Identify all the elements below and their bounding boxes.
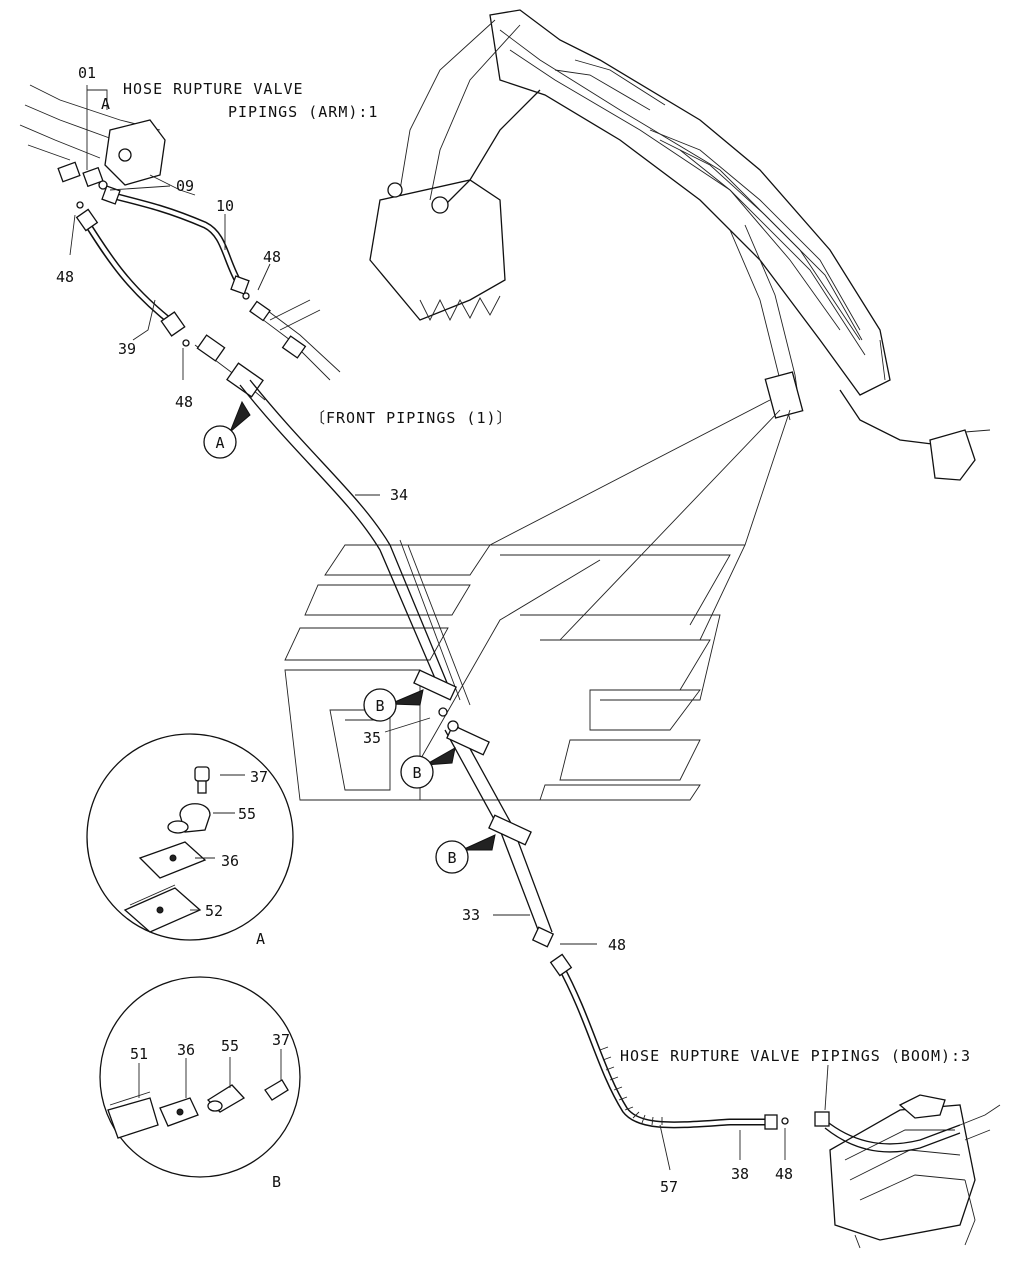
callout-B-1: B — [363, 688, 424, 722]
callout-B-3-label: B — [447, 849, 456, 867]
detail-B-label-36: 36 — [177, 1041, 195, 1059]
part-label-01: 01 — [78, 64, 96, 82]
callout-B-3: B — [435, 834, 496, 874]
detail-A-label-36: 36 — [221, 852, 239, 870]
callout-B-2: B — [400, 747, 456, 789]
part-label-48-a: 48 — [56, 268, 74, 286]
detail-B-bracket-51 — [107, 1091, 159, 1139]
callout-B-1-label: B — [375, 697, 384, 715]
part-label-48-e: 48 — [775, 1165, 793, 1183]
part-label-38: 38 — [731, 1165, 749, 1183]
part-label-09: 09 — [176, 177, 194, 195]
detail-A-label-52: 52 — [205, 902, 223, 920]
part-label-10: 10 — [216, 197, 234, 215]
detail-A-bolt-37 — [194, 766, 210, 794]
hose-39 — [81, 216, 179, 329]
detail-A-caption: A — [256, 930, 265, 948]
boom-title: HOSE RUPTURE VALVE PIPINGS (BOOM):3 — [620, 1047, 971, 1065]
arm-connection-illustration — [19, 84, 196, 209]
detail-B-label-37: 37 — [272, 1031, 290, 1049]
detail-B-plate-36 — [159, 1097, 199, 1127]
hose-57 — [556, 961, 774, 1129]
part-label-34: 34 — [390, 486, 408, 504]
arm-title-line-1: HOSE RUPTURE VALVE — [123, 80, 304, 98]
callout-A-top-label: A — [101, 95, 110, 113]
part-label-39: 39 — [118, 340, 136, 358]
detail-A-clip-55 — [167, 803, 211, 834]
detail-A-circle — [86, 733, 294, 941]
pipe-34 — [194, 334, 451, 691]
leader-lines — [69, 85, 829, 1171]
boom-outline-illustration — [284, 399, 791, 801]
valve-fitting-detail — [249, 299, 341, 381]
part-label-48-c: 48 — [175, 393, 193, 411]
excavator-arm-illustration — [369, 9, 991, 481]
callout-B-2-label: B — [412, 764, 421, 782]
callout-A-main: A — [203, 400, 251, 459]
part-label-33: 33 — [462, 906, 480, 924]
part-label-48-b: 48 — [263, 248, 281, 266]
boom-control-valve-illustration — [814, 1094, 1001, 1249]
detail-B-bolt-37 — [264, 1079, 289, 1101]
detail-A-label-37: 37 — [250, 768, 268, 786]
part-label-48-d: 48 — [608, 936, 626, 954]
detail-A-plate-36 — [138, 841, 207, 879]
detail-B-caption: B — [272, 1173, 281, 1191]
arm-title-line-2: PIPINGS (ARM):1 — [228, 103, 378, 121]
detail-B-circle — [99, 976, 301, 1178]
front-pipings-caption: 〔FRONT PIPINGS (1)〕 — [310, 409, 513, 427]
part-label-57: 57 — [660, 1178, 678, 1196]
hose-57-armor — [599, 1046, 663, 1126]
detail-A-label-55: 55 — [238, 805, 256, 823]
detail-B-label-55: 55 — [221, 1037, 239, 1055]
detail-B-label-51: 51 — [130, 1045, 148, 1063]
part-label-35: 35 — [363, 729, 381, 747]
pipe-33 — [413, 669, 555, 948]
callout-A-main-label: A — [215, 434, 224, 452]
detail-B-clip-55 — [206, 1084, 246, 1113]
